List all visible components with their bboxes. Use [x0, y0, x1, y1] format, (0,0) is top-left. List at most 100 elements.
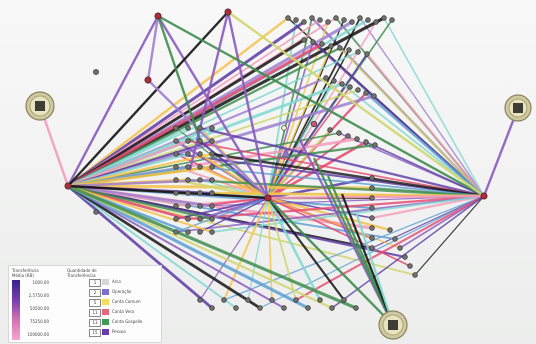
network-node: [363, 90, 369, 96]
legend-swatch: [102, 289, 109, 295]
network-edge: [267, 19, 297, 199]
network-node: [209, 177, 215, 183]
network-node: [185, 216, 191, 222]
network-node: [336, 130, 342, 136]
legend-swatch: [102, 329, 109, 335]
network-node: [349, 19, 355, 25]
network-edge: [67, 165, 213, 188]
network-node: [209, 190, 215, 196]
network-edge: [67, 185, 237, 309]
network-node: [369, 245, 375, 251]
network-edge: [187, 140, 485, 197]
network-node: [480, 192, 488, 200]
network-node: [365, 17, 371, 23]
network-edge: [365, 141, 485, 197]
network-node: [185, 203, 191, 209]
network-edge: [267, 197, 411, 267]
network-node: [402, 254, 408, 260]
network-edge: [211, 152, 485, 198]
network-edge: [267, 45, 332, 199]
network-node: [325, 19, 331, 25]
network-edge: [146, 15, 160, 81]
legend-count: 15: [89, 329, 101, 337]
network-edge: [383, 17, 485, 197]
network-node: [309, 15, 315, 21]
network-node: [310, 120, 318, 128]
network-node: [257, 305, 263, 311]
network-node: [363, 139, 369, 145]
network-node: [407, 263, 413, 269]
network-node: [317, 297, 323, 303]
network-edge: [156, 15, 202, 141]
network-node: [209, 164, 215, 170]
network-node: [333, 15, 339, 21]
network-edge: [199, 197, 269, 233]
network-edge: [67, 42, 323, 188]
legend-label: Arco: [112, 279, 121, 284]
network-node: [173, 177, 179, 183]
network-edge: [67, 17, 289, 187]
network-edge: [157, 14, 485, 198]
network-node: [339, 81, 345, 87]
legend-label: Conta Vera: [112, 309, 135, 314]
network-edge: [67, 184, 269, 200]
network-edge: [266, 197, 322, 301]
network-node: [209, 125, 215, 131]
network-edge: [341, 83, 485, 197]
network-node: [197, 229, 203, 235]
network-node: [412, 272, 418, 278]
legend-title-transfer: Transferência Média (KB): [12, 268, 39, 278]
network-node: [245, 297, 251, 303]
network-edge: [199, 152, 269, 200]
network-edge: [199, 166, 485, 197]
network-edge: [354, 211, 395, 326]
node-layer: [64, 8, 488, 311]
network-node: [357, 15, 363, 21]
network-edge: [414, 195, 485, 276]
network-node: [341, 17, 347, 23]
network-edge: [267, 197, 394, 326]
network-node: [269, 297, 275, 303]
network-node: [221, 297, 227, 303]
network-node: [173, 229, 179, 235]
network-node: [173, 216, 179, 222]
network-node: [185, 151, 191, 157]
network-node: [381, 15, 387, 21]
network-node: [197, 190, 203, 196]
network-node: [397, 245, 403, 251]
network-node: [197, 125, 203, 131]
network-node: [209, 229, 215, 235]
network-edge: [259, 195, 485, 309]
network-edge: [67, 152, 213, 188]
network-edge: [359, 17, 485, 197]
network-node: [347, 84, 353, 90]
network-edge: [67, 38, 305, 188]
network-edge: [147, 79, 269, 199]
network-node: [345, 133, 351, 139]
network-node: [233, 305, 239, 311]
legend-gradient-value: 100000.00: [27, 332, 49, 337]
network-edge: [223, 197, 269, 301]
network-node: [93, 209, 99, 215]
legend-count: 5: [89, 299, 101, 307]
network-edge: [199, 126, 485, 198]
network-node: [185, 229, 191, 235]
network-node: [209, 216, 215, 222]
network-node: [197, 177, 203, 183]
network-node: [305, 305, 311, 311]
network-node: [185, 164, 191, 170]
network-edge: [247, 197, 269, 301]
network-node: [319, 41, 325, 47]
network-edge: [211, 195, 485, 233]
network-node: [293, 17, 299, 23]
network-node: [392, 236, 398, 242]
legend-gradient-value: 75250.00: [29, 319, 49, 324]
network-edge: [267, 197, 345, 301]
network-node: [185, 177, 191, 183]
network-edge: [267, 86, 351, 199]
network-node: [293, 297, 299, 303]
network-node: [310, 39, 316, 45]
network-node: [341, 297, 347, 303]
network-edge: [187, 194, 485, 221]
